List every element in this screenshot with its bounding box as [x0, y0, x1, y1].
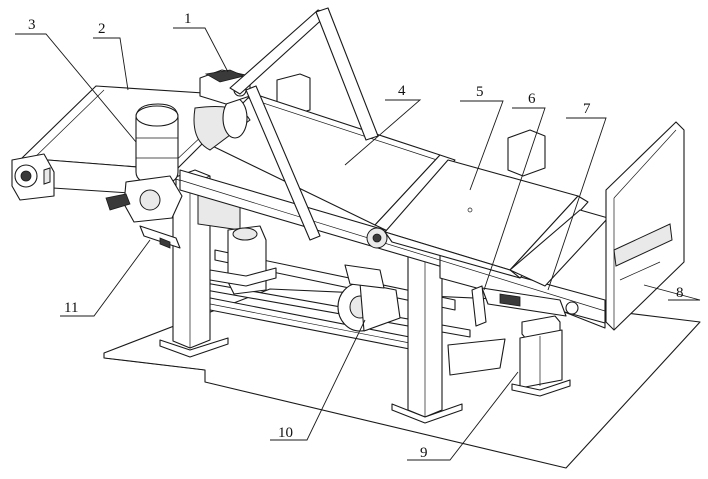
- part-labels: 1 2 3 4 5 6 7 8 9 10 11: [28, 11, 684, 461]
- label-5: 5: [476, 84, 484, 100]
- drive-roller-bracket: [199, 69, 251, 105]
- lower-motor: [337, 264, 401, 332]
- label-8: 8: [676, 285, 684, 301]
- weighing-platform: [384, 159, 609, 287]
- front-left-column: [159, 169, 241, 358]
- label-6: 6: [528, 91, 536, 107]
- side-guard-plate: [605, 121, 685, 331]
- label-3: 3: [28, 17, 36, 33]
- mid-pedestal: [209, 225, 277, 295]
- label-4: 4: [398, 83, 406, 99]
- label-7: 7: [583, 101, 591, 117]
- label-9: 9: [420, 445, 428, 461]
- label-11: 11: [64, 300, 78, 316]
- gear-motor: [105, 103, 183, 223]
- feed-conveyor-end: [11, 153, 55, 201]
- label-1: 1: [184, 11, 192, 27]
- leader-lines: [15, 27, 701, 461]
- main-frame: [179, 169, 606, 324]
- inclined-arms: [229, 7, 379, 241]
- label-10: 10: [278, 425, 293, 441]
- tilt-actuator: [139, 225, 181, 249]
- cylinder-support-seat: [511, 315, 571, 397]
- label-2: 2: [98, 21, 106, 37]
- pneumatic-cylinder: [471, 285, 579, 327]
